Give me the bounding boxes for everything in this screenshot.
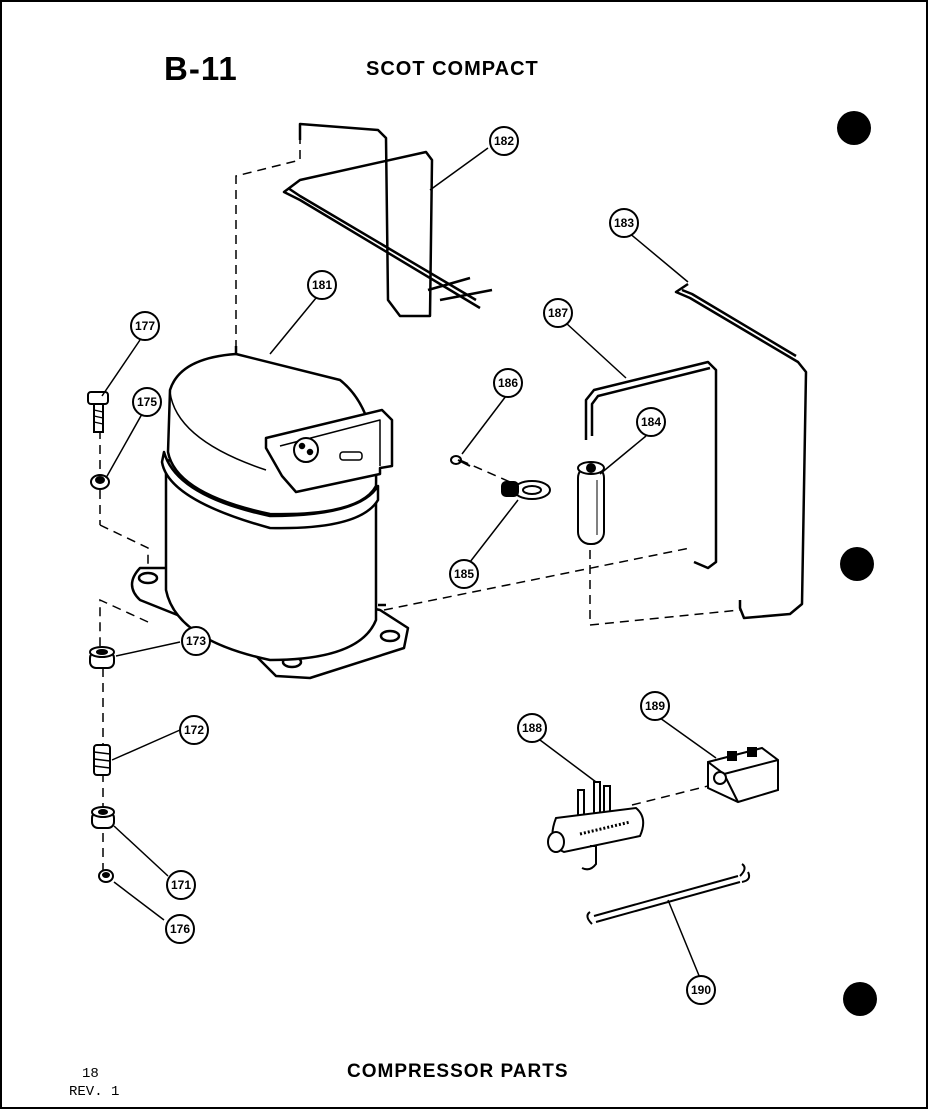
callout-175: 175	[132, 387, 162, 417]
callout-177: 177	[130, 311, 160, 341]
nut-176	[98, 869, 114, 883]
svg-text:190: 190	[691, 983, 711, 997]
callout-186: 186	[493, 368, 523, 398]
callout-183: 183	[609, 208, 639, 238]
svg-text:185: 185	[454, 567, 474, 581]
coil-189	[707, 746, 779, 804]
svg-text:172: 172	[184, 723, 204, 737]
callout-190: 190	[686, 975, 716, 1005]
svg-text:184: 184	[641, 415, 661, 429]
page-number: 18	[82, 1066, 99, 1082]
guide-line-clip	[459, 459, 511, 483]
bolt-177	[87, 391, 109, 433]
binder-hole-middle	[840, 547, 874, 581]
callout-184: 184	[636, 407, 666, 437]
section-code: B-11	[164, 50, 238, 87]
binder-holes	[837, 111, 877, 1016]
compressor-181	[130, 346, 410, 680]
svg-text:182: 182	[494, 134, 514, 148]
callout-172: 172	[179, 715, 209, 745]
grommet-173	[89, 646, 115, 669]
svg-text:173: 173	[186, 634, 206, 648]
binder-hole-bottom	[843, 982, 877, 1016]
spring-172	[93, 744, 111, 776]
cylinder-184	[577, 461, 605, 545]
wire-190	[586, 863, 751, 925]
clip-185	[501, 480, 551, 500]
rod-183	[674, 282, 808, 620]
callout-187: 187	[543, 298, 573, 328]
callout-185: 185	[449, 559, 479, 589]
callout-176: 176	[165, 914, 195, 944]
svg-text:186: 186	[498, 376, 518, 390]
rod-187	[584, 360, 718, 570]
callout-173: 173	[181, 626, 211, 656]
bracket-182	[282, 122, 493, 318]
grommet-171	[91, 806, 115, 829]
valve-188	[547, 781, 645, 871]
svg-text:177: 177	[135, 319, 155, 333]
model-name: SCOT COMPACT	[366, 58, 539, 80]
callouts: 182 183 181 187 177 186 175 184	[130, 126, 716, 1005]
guide-line-tube	[383, 547, 691, 611]
callout-189: 189	[640, 691, 670, 721]
revision-label: REV. 1	[69, 1084, 120, 1100]
svg-text:175: 175	[137, 395, 157, 409]
svg-text:188: 188	[522, 721, 542, 735]
callout-181: 181	[307, 270, 337, 300]
footer-title: COMPRESSOR PARTS	[347, 1061, 569, 1082]
guide-line-base-left	[99, 524, 149, 575]
guide-line-grommet	[99, 598, 149, 650]
binder-hole-top	[837, 111, 871, 145]
svg-text:176: 176	[170, 922, 190, 936]
guide-line-drier	[589, 550, 741, 626]
svg-text:183: 183	[614, 216, 634, 230]
callout-188: 188	[517, 713, 547, 743]
leader-lines	[101, 147, 717, 979]
svg-text:189: 189	[645, 699, 665, 713]
washer-175	[90, 474, 110, 490]
callout-171: 171	[166, 870, 196, 900]
guide-line-valve	[631, 784, 713, 806]
svg-text:181: 181	[312, 278, 332, 292]
svg-text:187: 187	[548, 306, 568, 320]
guide-line-bracket	[235, 135, 301, 352]
screw-186	[450, 455, 471, 467]
svg-text:171: 171	[171, 878, 191, 892]
callout-182: 182	[489, 126, 519, 156]
